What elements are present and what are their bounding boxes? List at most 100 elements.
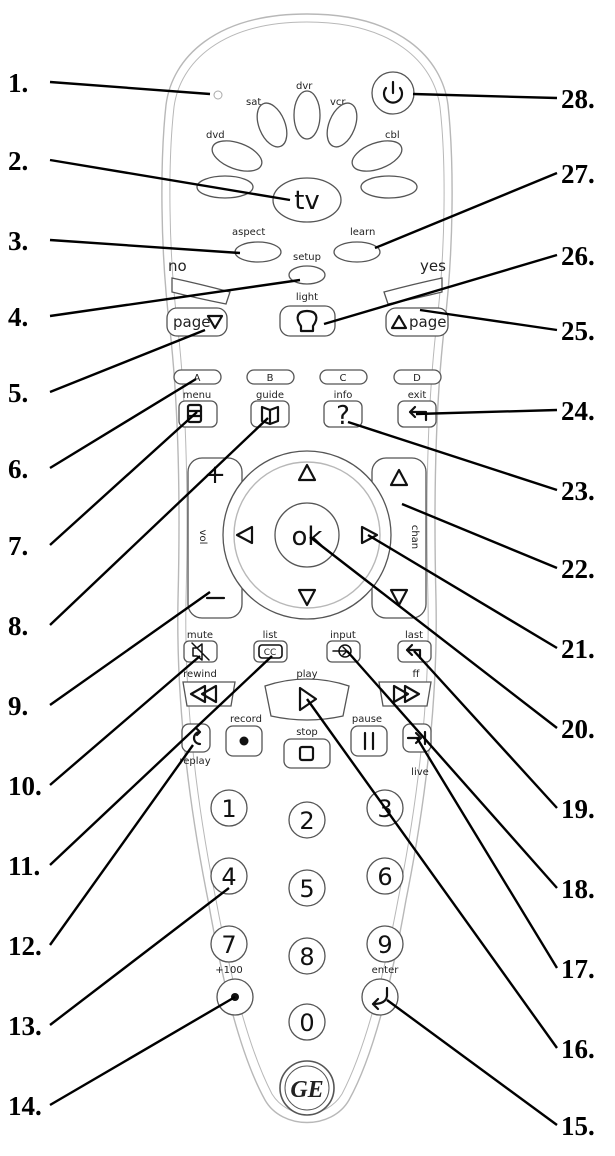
callout-number: 12.: [8, 931, 42, 961]
callout-number: 17.: [561, 954, 595, 984]
callout-number: 8.: [8, 611, 28, 641]
learn-label: learn: [350, 227, 375, 238]
digit-6-label: 6: [377, 863, 392, 891]
live-label: live: [411, 767, 429, 778]
stop-label: stop: [296, 727, 318, 738]
cbl-label: cbl: [385, 130, 400, 141]
callout-number: 1.: [8, 68, 28, 98]
callout-number: 3.: [8, 226, 28, 256]
callout-number: 16.: [561, 1034, 595, 1064]
setup-label: setup: [293, 252, 321, 263]
list-label: list: [263, 630, 278, 641]
tv-label: tv: [294, 186, 320, 216]
learn-button[interactable]: [334, 242, 380, 262]
callouts-left: 1. 2. 3. 4. 5. 6. 7. 8. 9. 10. 11. 12. 1…: [8, 68, 42, 1121]
callout-number: 27.: [561, 159, 595, 189]
rewind-label: rewind: [183, 669, 217, 680]
callout-number: 24.: [561, 396, 595, 426]
record-icon: [240, 737, 249, 746]
aux-button[interactable]: [361, 176, 417, 198]
stop-button[interactable]: [284, 739, 330, 768]
digit-7-label: 7: [221, 931, 236, 959]
input-label: input: [330, 630, 356, 641]
leader-line: [50, 656, 272, 865]
callout-number: 6.: [8, 454, 28, 484]
leader-line: [417, 738, 557, 968]
pause-label: pause: [352, 714, 382, 725]
page-down-label: page: [173, 313, 210, 331]
mute-label: mute: [187, 630, 213, 641]
callout-number: 7.: [8, 531, 28, 561]
question-icon: ?: [336, 401, 350, 431]
light-label: light: [296, 292, 318, 303]
aspect-button[interactable]: [235, 242, 281, 262]
record-label: record: [230, 714, 262, 725]
guide-label: guide: [256, 390, 284, 401]
page-up-label: page: [409, 313, 446, 331]
callout-number: 26.: [561, 241, 595, 271]
callouts-right: 28. 27. 26. 25. 24. 23. 22. 21. 20. 19. …: [561, 84, 595, 1141]
digit-9-label: 9: [377, 931, 392, 959]
callout-number: 25.: [561, 316, 595, 346]
c-label: C: [340, 373, 347, 384]
aspect-label: aspect: [232, 227, 265, 238]
digit-8-label: 8: [299, 943, 314, 971]
callout-number: 11.: [8, 851, 40, 881]
vol-label: vol: [197, 530, 208, 545]
enter-label: enter: [372, 965, 400, 976]
ge-logo-text: GE: [290, 1077, 323, 1103]
d-label: D: [413, 373, 421, 384]
callout-number: 22.: [561, 554, 595, 584]
digit-4-label: 4: [221, 863, 236, 891]
callout-number: 15.: [561, 1111, 595, 1141]
yes-label: yes: [420, 257, 446, 275]
ff-label: ff: [413, 669, 421, 680]
digit-5-label: 5: [299, 875, 314, 903]
leader-line: [307, 699, 557, 1048]
no-label: no: [168, 257, 187, 275]
leader-line: [413, 94, 557, 98]
callout-number: 18.: [561, 874, 595, 904]
last-label: last: [405, 630, 423, 641]
callout-number: 14.: [8, 1091, 42, 1121]
plus100-label: +100: [215, 965, 242, 976]
chan-label: chan: [409, 525, 420, 549]
leader-line: [387, 1000, 557, 1125]
callout-number: 28.: [561, 84, 595, 114]
callout-number: 19.: [561, 794, 595, 824]
callout-number: 20.: [561, 714, 595, 744]
callout-number: 9.: [8, 691, 28, 721]
ok-label: ok: [292, 522, 323, 552]
digit-2-label: 2: [299, 807, 314, 835]
dvd-button[interactable]: [208, 135, 266, 177]
leader-line: [50, 240, 240, 253]
leader-line: [50, 82, 210, 94]
info-label: info: [334, 390, 353, 401]
vcr-button[interactable]: [321, 99, 362, 151]
digit-1-label: 1: [221, 795, 236, 823]
digit-0-label: 0: [299, 1009, 314, 1037]
dvr-button[interactable]: [294, 91, 320, 139]
callout-number: 21.: [561, 634, 595, 664]
callout-number: 23.: [561, 476, 595, 506]
callout-number: 5.: [8, 378, 28, 408]
sat-label: sat: [246, 97, 261, 108]
leader-line: [50, 412, 197, 545]
leader-line: [414, 651, 557, 808]
leader-line: [50, 997, 235, 1105]
dvr-label: dvr: [296, 81, 313, 92]
b-label: B: [267, 373, 274, 384]
callout-number: 13.: [8, 1011, 42, 1041]
dvd-label: dvd: [206, 130, 225, 141]
menu-label: menu: [183, 390, 212, 401]
leader-line: [50, 379, 196, 468]
pause-button[interactable]: [351, 726, 387, 756]
cbl-button[interactable]: [348, 135, 406, 177]
callout-number: 10.: [8, 771, 42, 801]
indicator-led: [214, 91, 222, 99]
exit-label: exit: [408, 390, 427, 401]
callout-number: 2.: [8, 146, 28, 176]
enter-button[interactable]: [362, 979, 398, 1015]
leader-line: [347, 651, 557, 888]
